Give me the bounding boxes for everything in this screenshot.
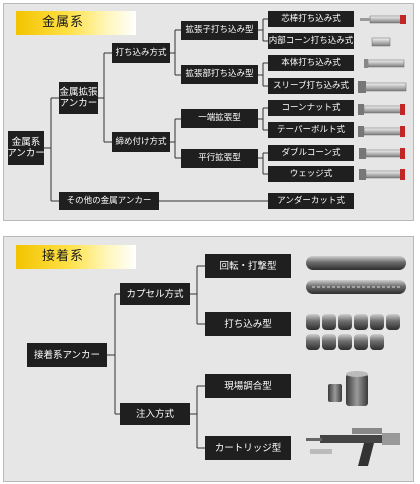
cone-nut-anchor-image [358, 104, 405, 115]
onsite-mix-node: 現場調合型 [205, 374, 291, 398]
core-rod-anchor-image [360, 15, 406, 24]
single-expansion-node: 一端拡張型 [181, 109, 258, 128]
taper-bolt-anchor-image [358, 126, 405, 137]
undercut-node: アンダーカット式 [268, 193, 354, 209]
internal-cone-node: 内部コーン打ち込み式 [268, 33, 354, 49]
internal-cone-anchor-image [371, 37, 391, 47]
other-metal-node: その他の金属アンカー [59, 192, 159, 210]
body-drive-anchor-image [364, 59, 405, 68]
adhesive-anchor-images [306, 256, 406, 466]
double-cone-node: ダブルコーン式 [268, 145, 354, 161]
drive-capsule-image [306, 314, 400, 350]
drive-type-node: 打ち込み型 [205, 312, 291, 336]
drive-in-method-node: 打ち込み方式 [112, 43, 170, 63]
parallel-expansion-node: 平行拡張型 [181, 149, 258, 168]
metal-anchor-images [358, 15, 407, 180]
onsite-mix-cans-image [328, 371, 368, 406]
adhesive-root-node: 接着系アンカー [27, 343, 107, 367]
metal-expansion-node: 金属拡張 アンカー [59, 82, 98, 114]
wedge-anchor-image [359, 169, 405, 180]
rotary-capsule-image [306, 256, 406, 294]
cartridge-node: カートリッジ型 [205, 436, 291, 460]
body-drive-node: 本体打ち込み式 [268, 55, 354, 71]
tighten-method-node: 締め付け方式 [112, 132, 170, 152]
taper-bolt-node: テーパーボルト式 [268, 122, 354, 138]
capsule-method-node: カプセル方式 [120, 283, 190, 305]
cartridge-gun-image [306, 428, 400, 466]
cone-nut-node: コーンナット式 [268, 100, 354, 116]
metal-root-node: 金属系 アンカー [7, 131, 45, 165]
injection-method-node: 注入方式 [120, 403, 190, 425]
rotary-node: 回転・打撃型 [205, 254, 291, 278]
metal-heading: 金属系 [16, 11, 136, 35]
internal-expansion-node: 拡張子打ち込み型 [181, 21, 258, 40]
adhesive-heading: 接着系 [16, 245, 136, 269]
body-expansion-node: 拡張部打ち込み型 [181, 65, 258, 84]
sleeve-drive-anchor-image [358, 81, 407, 93]
sleeve-drive-node: スリーブ打ち込み式 [268, 78, 354, 94]
wedge-node: ウェッジ式 [268, 166, 354, 182]
double-cone-anchor-image [359, 148, 405, 159]
core-rod-node: 芯棒打ち込み式 [268, 11, 354, 27]
